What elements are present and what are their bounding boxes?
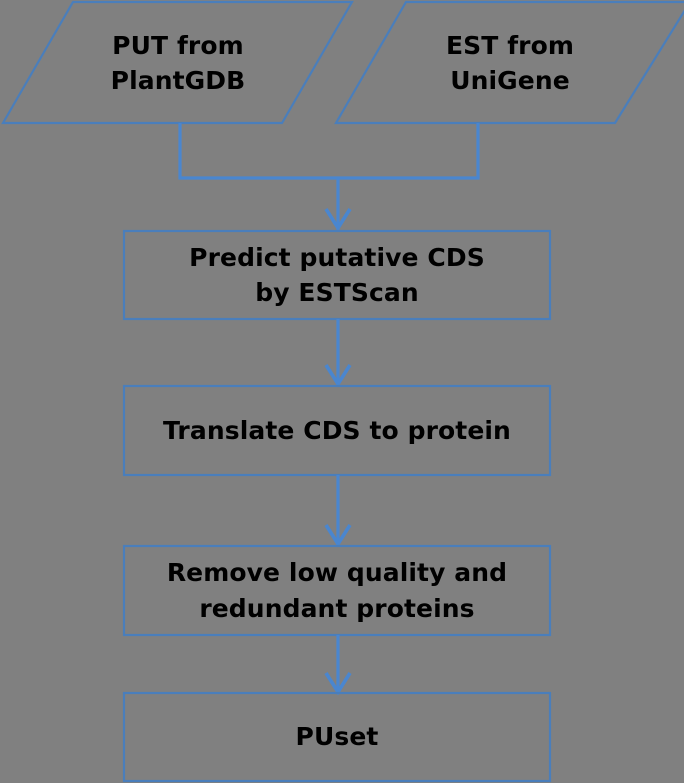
connector-merge-sources-to-predict bbox=[178, 123, 480, 232]
connector-predict-to-translate bbox=[324, 319, 352, 388]
shape-puset[interactable] bbox=[122, 691, 552, 783]
shape-est-unigene[interactable] bbox=[334, 0, 684, 125]
connector-remove-to-puset bbox=[324, 635, 352, 696]
shape-remove-low-quality[interactable] bbox=[122, 544, 552, 637]
shape-translate-cds[interactable] bbox=[122, 384, 552, 477]
connector-translate-to-remove bbox=[324, 475, 352, 548]
shape-put-plantgdb[interactable] bbox=[1, 0, 354, 125]
shape-predict-cds[interactable] bbox=[122, 229, 552, 321]
